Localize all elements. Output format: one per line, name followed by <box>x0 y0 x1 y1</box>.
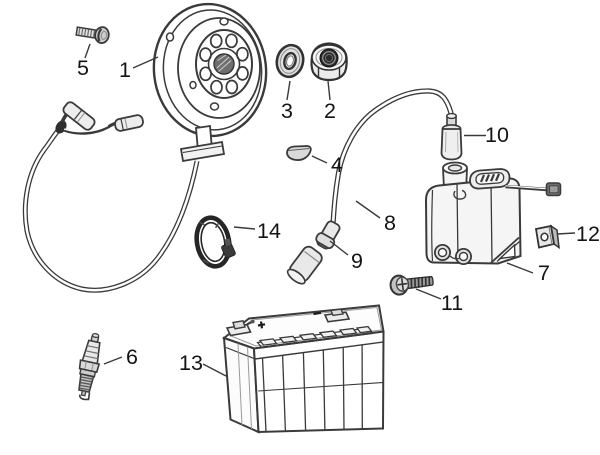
flywheel-hub-ring <box>207 47 241 81</box>
callout-3-label: 3 <box>281 99 293 123</box>
flywheel-crank-taper <box>213 53 235 75</box>
callout-13-leader <box>202 363 227 377</box>
callout-2-leader <box>327 80 331 101</box>
ignition-coil-cdi <box>424 161 562 265</box>
hex-nut <box>310 42 348 82</box>
callout-11-leader <box>415 288 442 300</box>
bullet-connector-a <box>62 101 96 131</box>
callout-1-label: 1 <box>119 58 131 82</box>
callout-3-leader <box>286 80 291 101</box>
callout-5-leader <box>84 43 91 59</box>
callout-11-label: 11 <box>441 291 463 315</box>
coil-body <box>424 177 522 265</box>
wire-sleeve-line <box>182 145 223 153</box>
ht-cable <box>330 88 455 228</box>
callout-1-leader <box>132 56 159 69</box>
cable-clip <box>534 224 560 250</box>
washer <box>275 43 305 79</box>
battery-polarity-minus-mark <box>313 311 322 316</box>
callout-leaders <box>84 43 576 377</box>
callout-5-label: 5 <box>77 56 89 80</box>
clip-hole <box>540 232 549 242</box>
battery-level-line <box>258 381 384 392</box>
callout-4-label: 4 <box>331 153 343 177</box>
callout-12-leader <box>556 232 576 235</box>
battery-cell-lines <box>261 344 363 432</box>
callout-8-label: 8 <box>384 211 396 235</box>
flywheel-face-holes <box>165 17 229 111</box>
callout-labels: 1 2 3 4 5 6 7 8 9 10 11 12 13 14 <box>77 56 600 375</box>
bolt-head <box>94 26 110 44</box>
callout-14-label: 14 <box>257 219 281 243</box>
noise-suppressor <box>440 112 463 161</box>
callout-12-label: 12 <box>576 222 600 246</box>
callout-9-label: 9 <box>351 249 363 273</box>
battery <box>221 304 385 434</box>
battery-filler-caps <box>258 325 373 346</box>
spark-plug-cap <box>286 220 341 285</box>
spark-plug <box>78 333 101 401</box>
callout-8-leader <box>355 200 381 219</box>
flywheel-magneto-rotor <box>152 2 268 163</box>
callout-9-leader <box>329 240 349 256</box>
callout-6-label: 6 <box>126 345 138 369</box>
callout-14-leader <box>233 226 256 230</box>
battery-polarity-plus-mark <box>257 321 266 329</box>
battery-terminal-negative <box>323 308 351 323</box>
woodruff-key <box>286 145 312 161</box>
flywheel-rim-inner-line <box>162 9 263 131</box>
callout-7-leader <box>506 262 534 274</box>
callout-7-label: 7 <box>538 261 550 285</box>
wire-tape-wrap <box>55 120 67 134</box>
battery-terminal-positive <box>225 319 255 337</box>
bullet-connector-b <box>114 114 144 132</box>
flywheel-taper-knurl <box>216 54 232 72</box>
callout-4-leader <box>311 155 328 164</box>
wire-sleeve <box>179 140 226 163</box>
stator-wire-loop <box>22 101 200 293</box>
callout-10-label: 10 <box>485 123 509 147</box>
flywheel-bolt <box>75 26 110 44</box>
mounting-screw <box>389 274 434 296</box>
callout-13-label: 13 <box>179 351 203 375</box>
callout-2-label: 2 <box>324 99 336 123</box>
clamp-ring <box>194 215 236 269</box>
callout-6-leader <box>103 356 123 365</box>
